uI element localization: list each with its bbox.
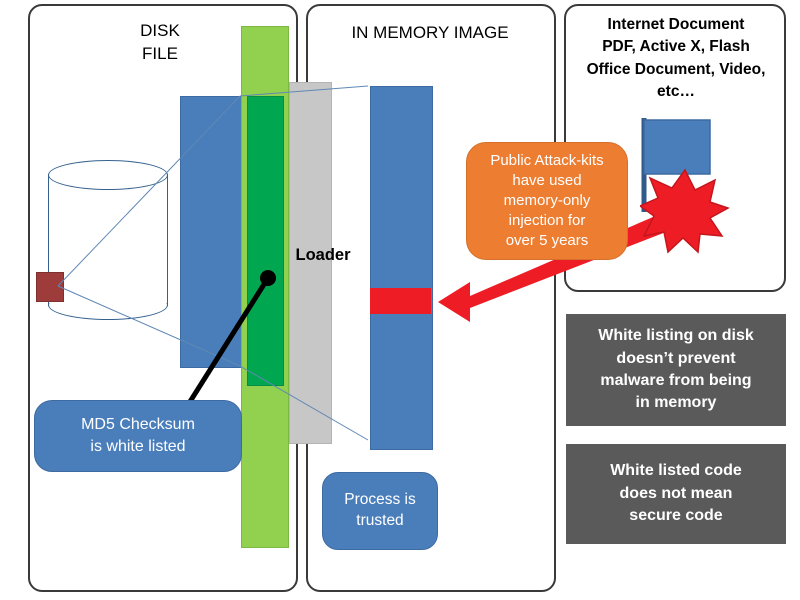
title-disk-file: DISK FILE — [140, 21, 180, 63]
memory-image-bar — [370, 86, 433, 450]
cylinder-body — [48, 174, 168, 306]
note-whitelisted-code: White listed code does not mean secure c… — [566, 444, 786, 544]
flag-icon — [641, 118, 711, 212]
callout-md5-checksum: MD5 Checksum is white listed — [34, 400, 242, 472]
database-cylinder-icon — [48, 160, 168, 320]
label-loader: Loader — [295, 246, 351, 264]
disk-file-bar — [180, 96, 242, 368]
disk-file-block — [36, 272, 64, 302]
explosion-burst-icon — [640, 168, 730, 254]
injected-code-band — [370, 288, 431, 314]
title-internet-document: Internet Document PDF, Active X, Flash O… — [586, 16, 766, 101]
callout-attack-kits: Public Attack-kits have used memory-only… — [466, 142, 628, 260]
memory-bar-dark-green — [247, 96, 284, 386]
cylinder-top — [48, 160, 168, 190]
callout-process-trusted: Process is trusted — [322, 472, 438, 550]
title-in-memory-image: IN MEMORY IMAGE — [351, 23, 509, 42]
note-whitelisting-on-disk: White listing on disk doesn’t prevent ma… — [566, 314, 786, 426]
